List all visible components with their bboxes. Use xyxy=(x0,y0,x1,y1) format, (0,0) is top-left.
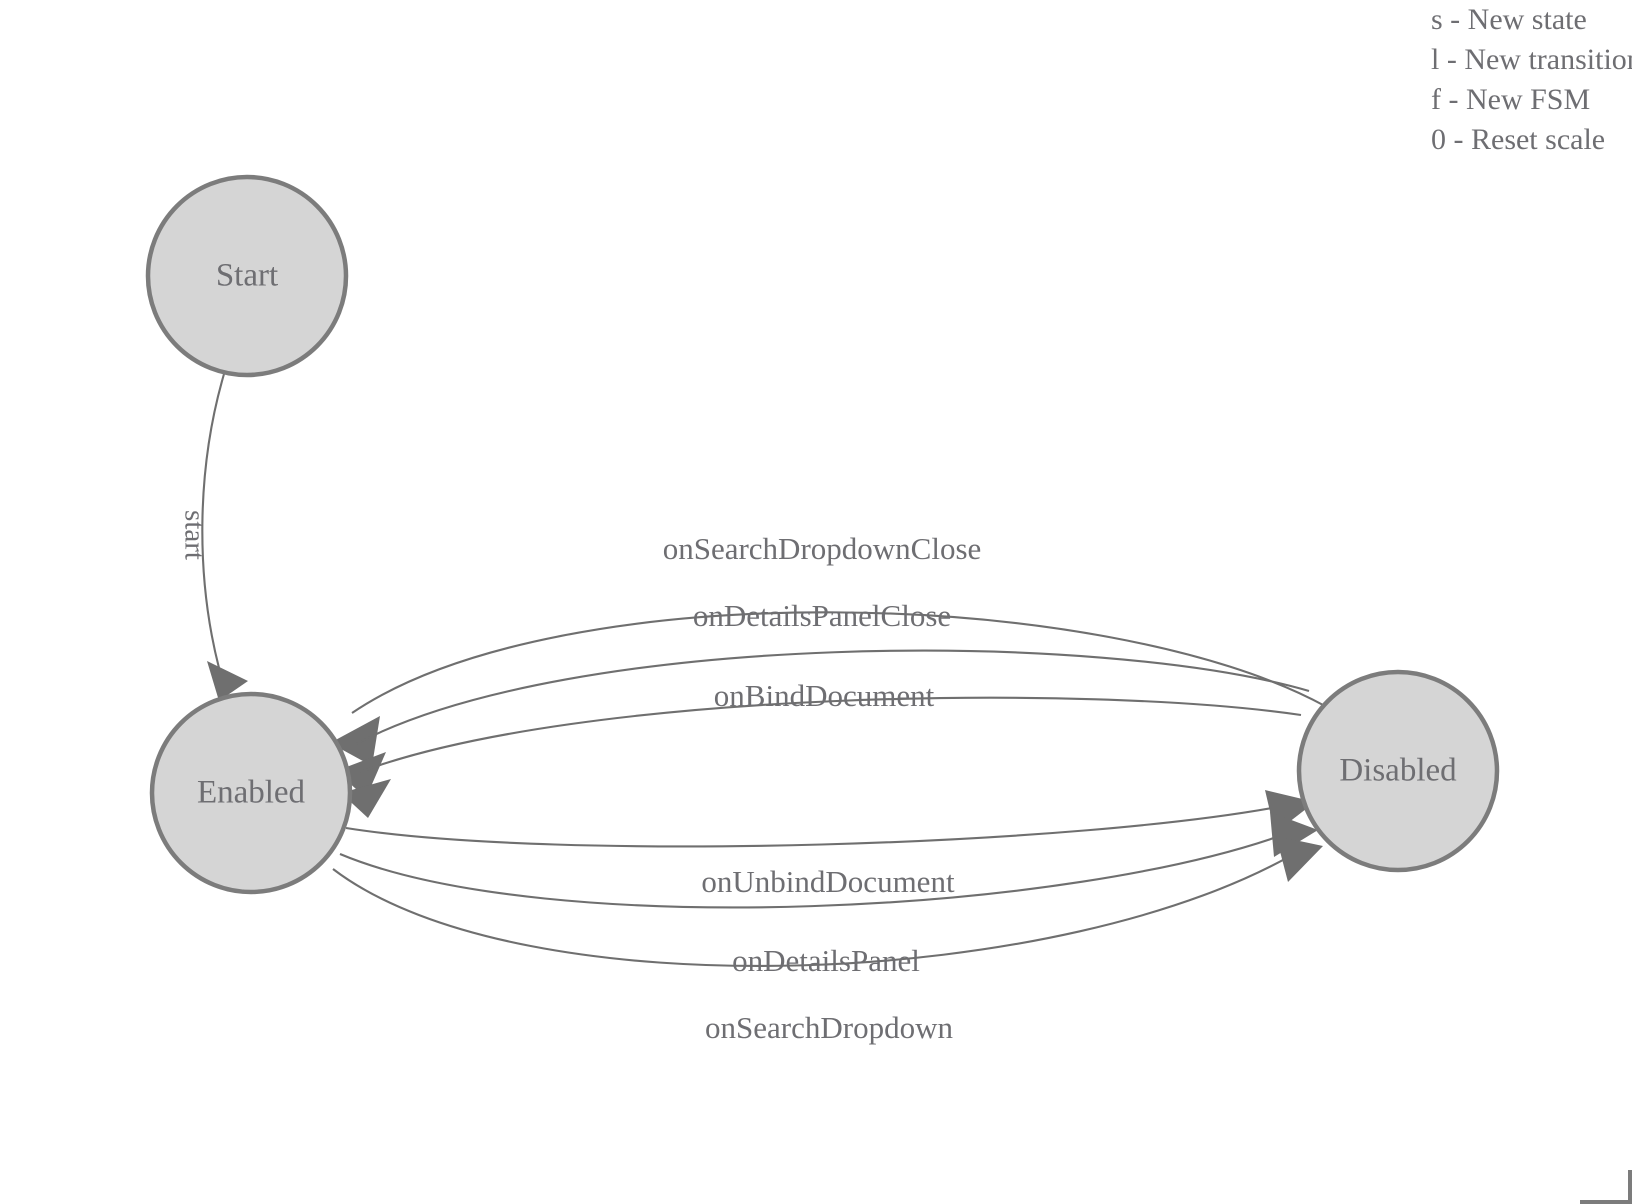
transition-bind-document-arrowhead xyxy=(341,779,391,818)
transition-start-path[interactable] xyxy=(201,373,226,669)
state-node-start-circle[interactable] xyxy=(145,174,349,378)
transition-details-panel-close-path[interactable] xyxy=(355,649,1310,745)
transition-details-panel-close-label: onDetailsPanelClose xyxy=(693,598,951,633)
transition-details-panel-path[interactable] xyxy=(339,829,1297,909)
transition-bind-document-path[interactable] xyxy=(359,696,1302,773)
transition-search-dropdown-arrowhead xyxy=(1276,836,1323,882)
transition-start-label: start xyxy=(178,510,210,560)
transition-start[interactable] xyxy=(201,373,248,701)
state-node-disabled-label: Disabled xyxy=(1339,753,1457,789)
edge-label-layer: start onSearchDropdownClose onDetailsPan… xyxy=(178,510,981,1045)
transition-details-panel-close[interactable] xyxy=(336,649,1310,798)
transition-search-dropdown-close-path[interactable] xyxy=(351,611,1326,714)
transition-search-dropdown-path[interactable] xyxy=(332,847,1305,968)
transition-bind-document-label: onBindDocument xyxy=(714,678,935,713)
state-layer: Start Enabled Disabled xyxy=(145,174,1500,895)
transition-details-panel-label: onDetailsPanel xyxy=(732,943,920,978)
transition-details-panel-close-arrowhead xyxy=(336,752,386,798)
state-node-start[interactable]: Start xyxy=(145,174,349,378)
transition-unbind-document-path[interactable] xyxy=(345,802,1294,848)
transition-unbind-document-label: onUnbindDocument xyxy=(701,864,955,899)
transition-search-dropdown-label: onSearchDropdown xyxy=(705,1010,953,1045)
transition-search-dropdown-close[interactable] xyxy=(330,611,1326,766)
transition-bind-document[interactable] xyxy=(341,696,1302,818)
state-node-enabled-circle[interactable] xyxy=(149,691,353,895)
transition-start-arrowhead xyxy=(207,661,248,701)
edge-layer xyxy=(201,373,1326,968)
transition-search-dropdown-close-arrowhead xyxy=(330,716,380,766)
state-node-disabled[interactable]: Disabled xyxy=(1296,669,1500,873)
transition-search-dropdown-close-label: onSearchDropdownClose xyxy=(663,531,982,566)
state-node-enabled[interactable]: Enabled xyxy=(149,691,353,895)
state-node-disabled-circle[interactable] xyxy=(1296,669,1500,873)
transition-unbind-document[interactable] xyxy=(345,790,1315,848)
state-node-enabled-label: Enabled xyxy=(197,775,306,811)
transition-search-dropdown[interactable] xyxy=(332,836,1323,968)
state-node-start-label: Start xyxy=(216,258,278,294)
